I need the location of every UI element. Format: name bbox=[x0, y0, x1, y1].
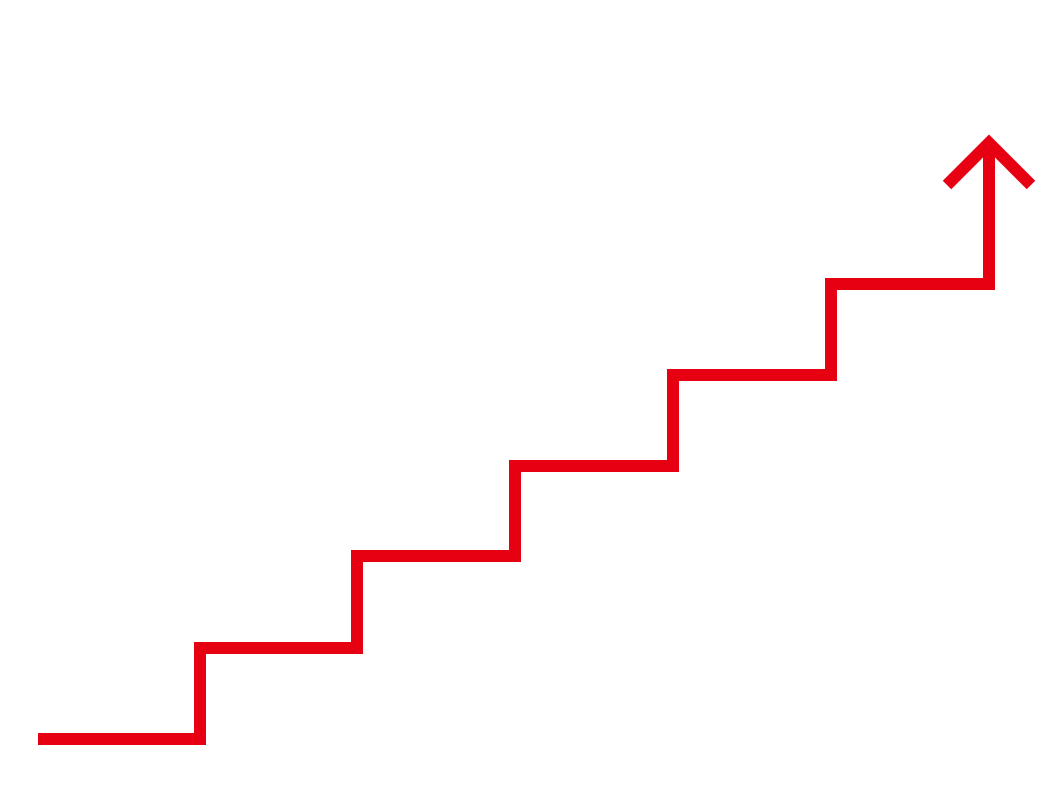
arrow-up-icon bbox=[942, 134, 1036, 190]
staircase-line bbox=[38, 143, 995, 745]
